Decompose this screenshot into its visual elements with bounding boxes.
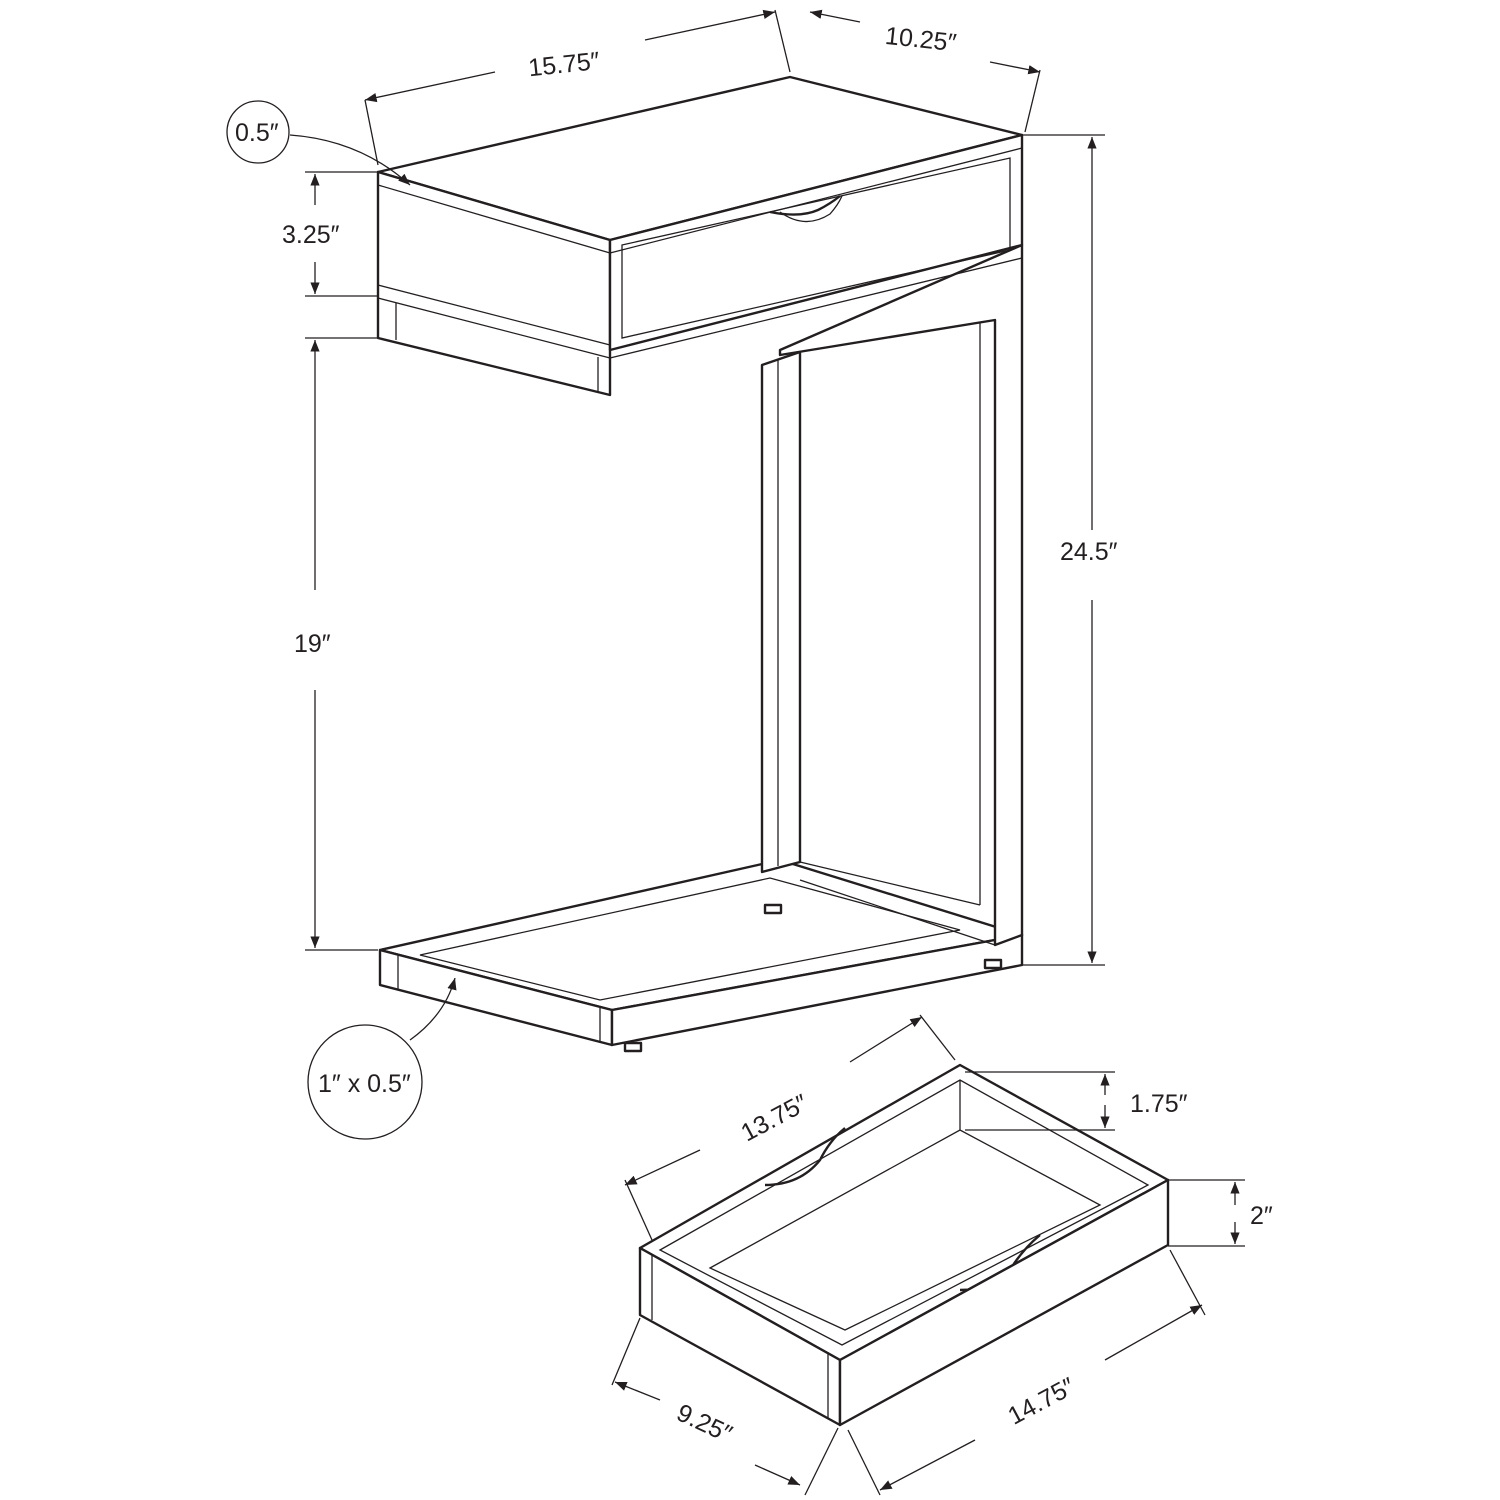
drawer (638, 1063, 1170, 1427)
label-drawer-front-height: 1.75″ (1130, 1090, 1188, 1118)
label-top-depth: 10.25″ (884, 22, 958, 57)
callout-circle-frame (307, 1024, 423, 1140)
callout-circle-top (226, 100, 290, 164)
table-base (378, 858, 1024, 1053)
label-top-length: 15.75″ (527, 47, 601, 82)
label-total-height: 24.5″ (1060, 538, 1118, 566)
label-top-thickness: 0.5″ (235, 119, 279, 147)
dimension-lines (226, 9, 1245, 1496)
label-frame-profile: 1″ x 0.5″ (318, 1070, 411, 1098)
label-clearance-height: 19″ (294, 630, 331, 658)
label-apron-height: 3.25″ (282, 221, 340, 249)
label-drawer-width: 9.25″ (672, 1399, 736, 1449)
table-top (376, 75, 1024, 397)
label-drawer-height: 2″ (1250, 1202, 1273, 1230)
label-drawer-length: 14.75″ (1003, 1372, 1079, 1430)
label-drawer-inner-length: 13.75″ (736, 1089, 812, 1147)
table (376, 75, 1024, 1053)
table-upright (760, 243, 1024, 947)
